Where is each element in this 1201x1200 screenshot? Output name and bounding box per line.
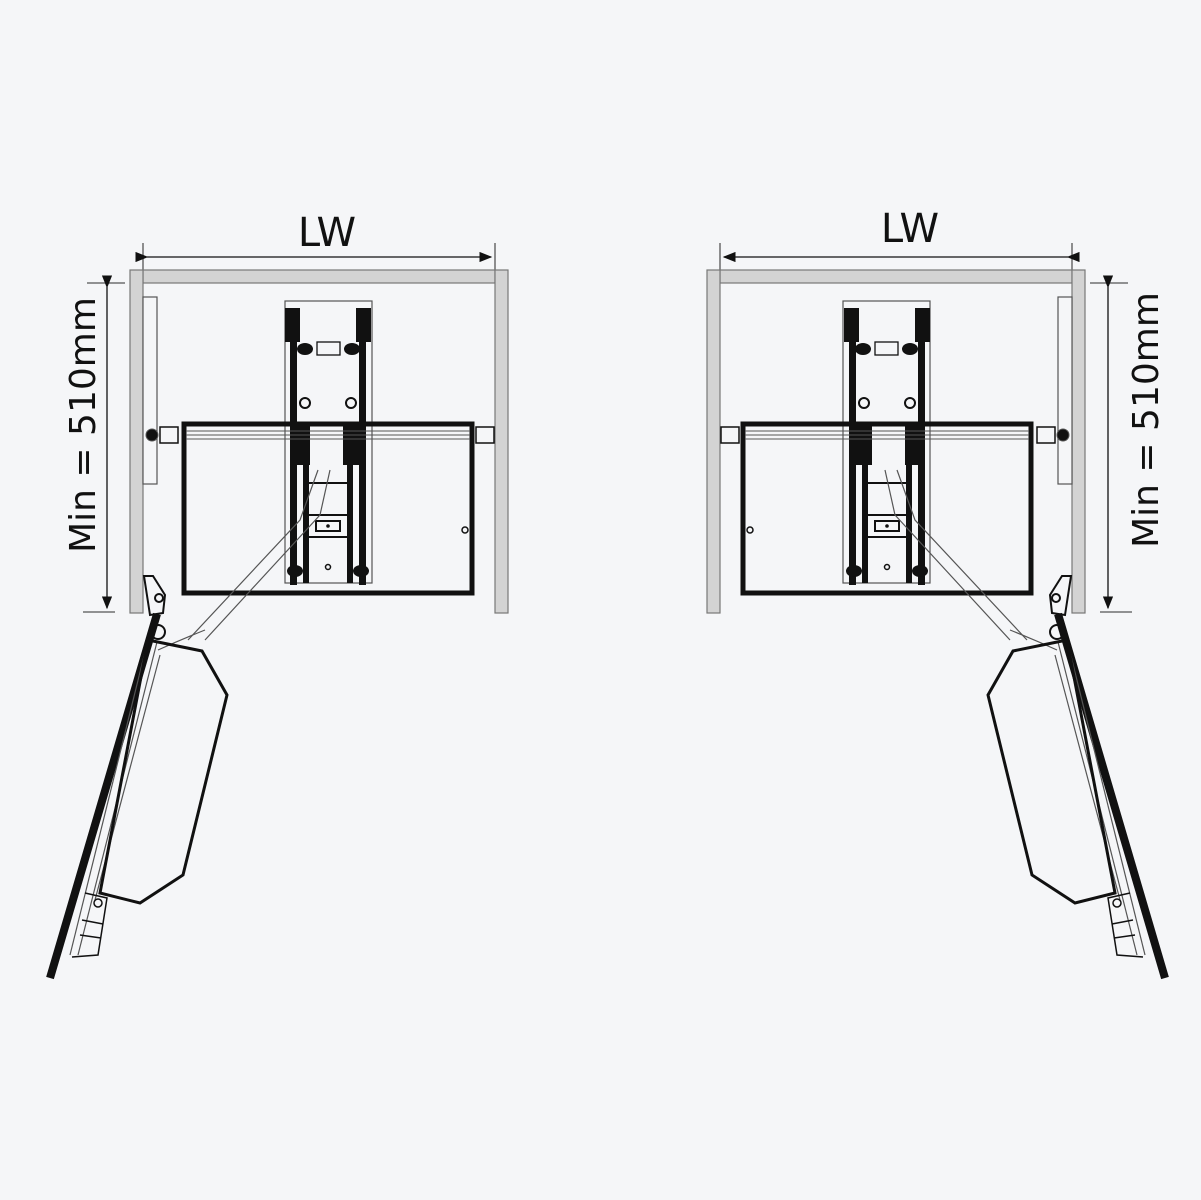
width-label-right: LW — [881, 206, 939, 252]
height-label-right: Min = 510mm — [1126, 292, 1167, 548]
diagram-left — [50, 243, 508, 978]
width-label-left: LW — [298, 210, 356, 256]
height-label-left: Min = 510mm — [63, 297, 104, 553]
diagram-right — [707, 243, 1165, 978]
